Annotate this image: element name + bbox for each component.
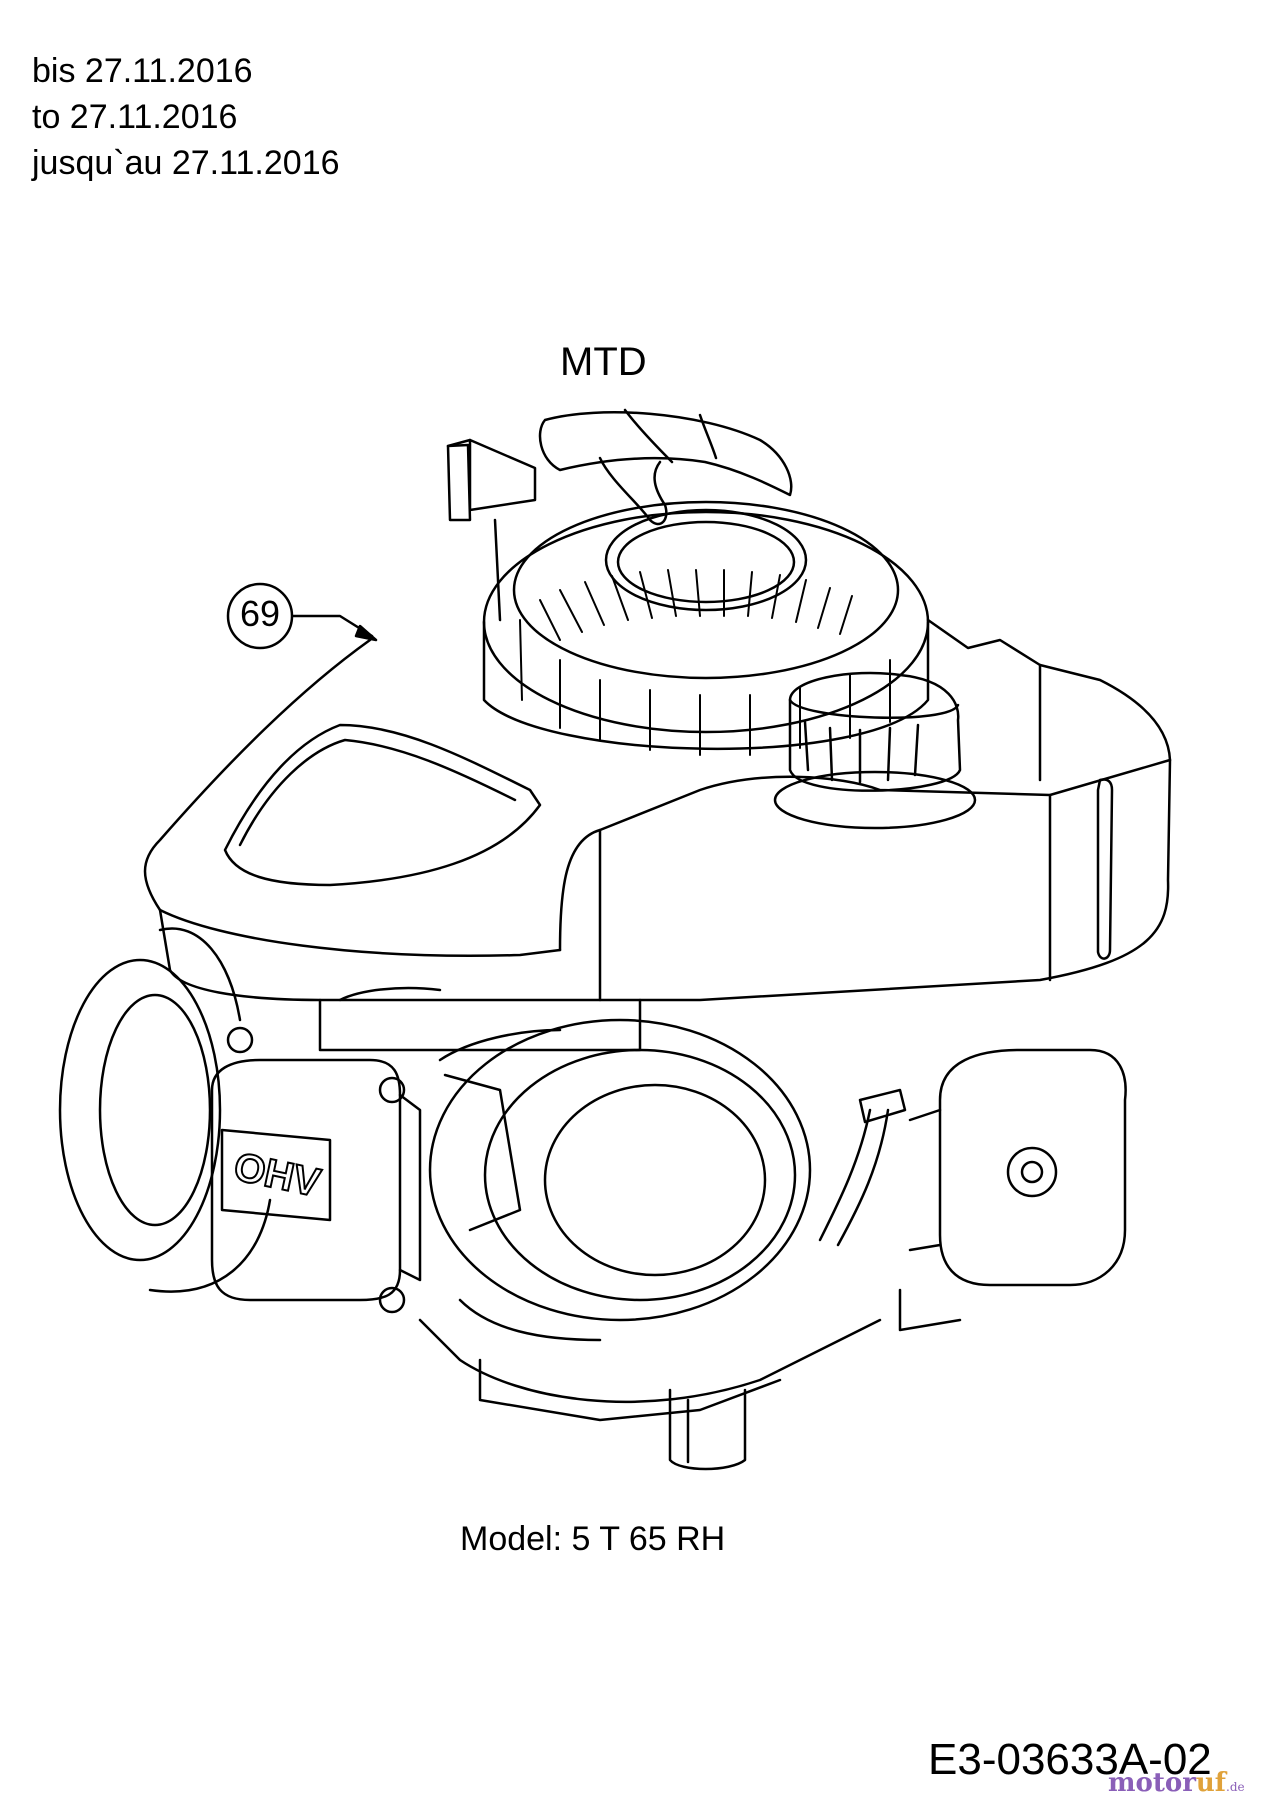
air-filter (428, 1018, 812, 1342)
brand-label: MTD (560, 340, 647, 384)
validity-dates: bis 27.11.2016 to 27.11.2016 jusqu`au 27… (32, 48, 340, 186)
engine-shroud (143, 618, 1172, 1052)
watermark-part-3: .de (1226, 1780, 1245, 1794)
recoil-starter (482, 500, 930, 751)
flywheel-side (58, 927, 272, 1293)
fuel-line (818, 1088, 907, 1247)
watermark-part-2: uf (1195, 1768, 1226, 1798)
throttle-lever (446, 438, 537, 622)
watermark-part-1: motor (1108, 1768, 1196, 1798)
date-line-en: to 27.11.2016 (32, 98, 238, 136)
crankshaft (668, 1388, 747, 1471)
date-line-fr: jusqu`au 27.11.2016 (32, 144, 340, 182)
muffler (908, 1048, 1127, 1287)
starter-vents (519, 569, 891, 756)
date-line-de: bis 27.11.2016 (32, 52, 253, 90)
valve-cover (210, 1026, 422, 1314)
callout-number: 69 (239, 593, 281, 634)
starter-handle (538, 408, 793, 526)
watermark: motoruf.de (1108, 1768, 1245, 1798)
crankcase (418, 1288, 962, 1422)
model-label: Model: 5 T 65 RH (460, 1520, 726, 1558)
callout-arrowhead (354, 624, 378, 642)
reference-number: E3-03633A-02 (928, 1735, 1212, 1784)
ohv-text: OHV (230, 1145, 324, 1206)
fuel-cap (773, 671, 977, 830)
